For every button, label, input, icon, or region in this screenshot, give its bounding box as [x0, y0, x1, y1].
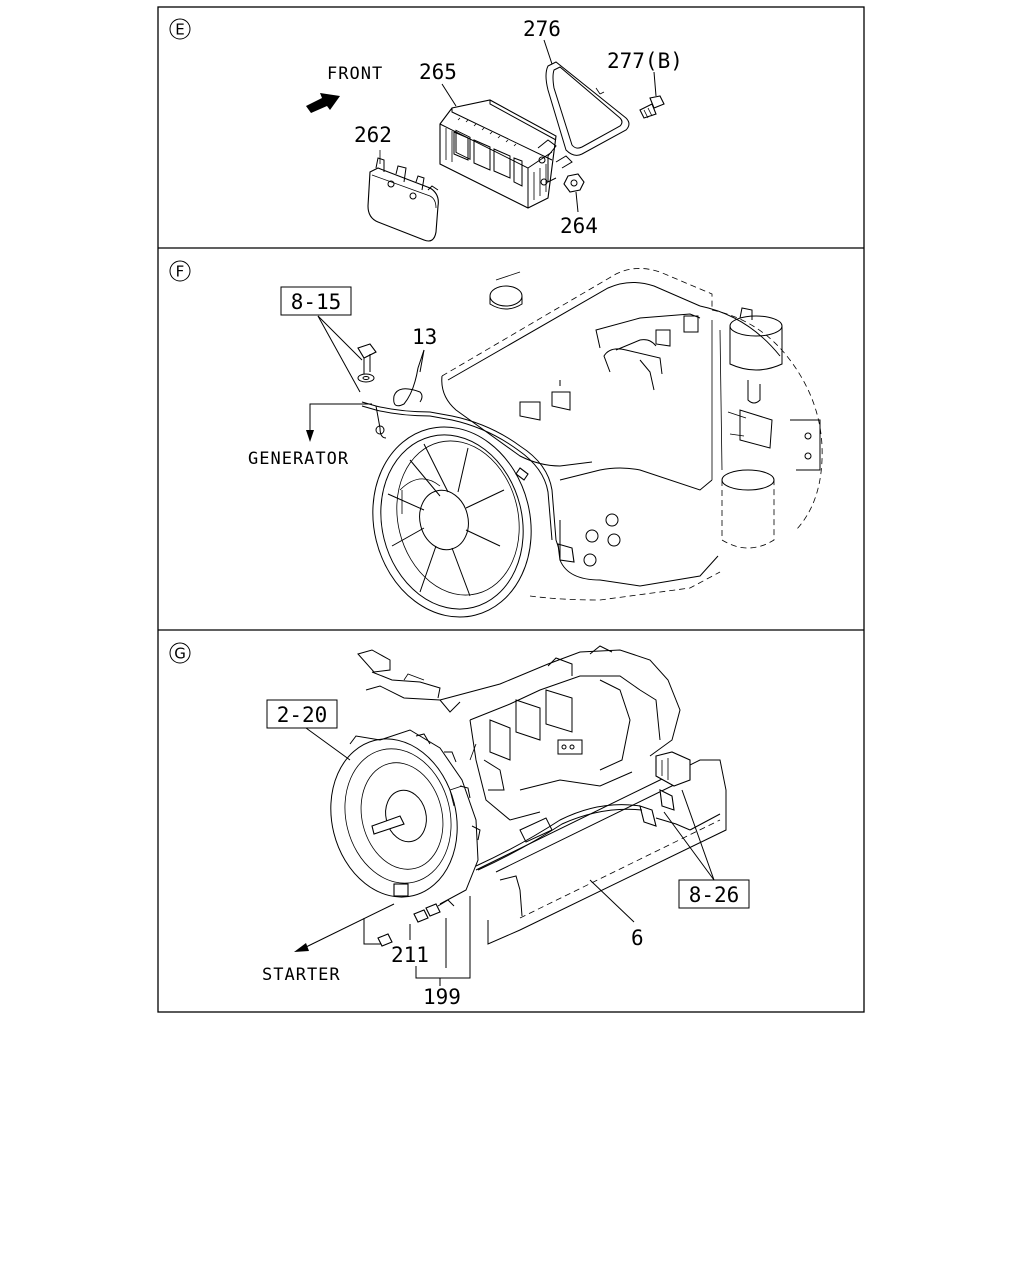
bell-housing-drawing	[330, 729, 481, 917]
svg-text:F: F	[176, 263, 185, 281]
svg-text:2-20: 2-20	[277, 703, 328, 727]
leader-8-26-b	[663, 811, 715, 881]
label-265: 265	[419, 60, 457, 84]
front-label: FRONT	[327, 64, 383, 84]
ref-box-8-26: 8-26	[678, 879, 750, 909]
front-arrow-icon	[306, 93, 340, 113]
bolt-8-15-drawing	[357, 343, 377, 383]
label-276: 276	[523, 17, 561, 41]
bolt-277-drawing	[639, 71, 665, 119]
label-264: 264	[560, 214, 598, 238]
leader-13	[419, 349, 425, 373]
engine-drawing	[441, 268, 823, 601]
ref-box-8-15: 8-15	[280, 286, 352, 316]
section-g: G 2-20	[169, 642, 750, 1009]
cover-262-drawing	[367, 150, 439, 242]
section-e: E FRONT	[169, 17, 683, 242]
section-f: F 8-15	[169, 260, 823, 618]
svg-text:8-15: 8-15	[291, 290, 342, 314]
controller-265-drawing	[439, 99, 557, 209]
label-211: 211	[391, 943, 429, 967]
label-199: 199	[423, 985, 461, 1009]
leader-8-15-a	[317, 315, 363, 361]
svg-text:E: E	[175, 21, 184, 39]
gasket-276-drawing	[545, 61, 630, 156]
section-g-marker: G	[169, 642, 191, 664]
ref-box-2-20: 2-20	[266, 699, 338, 729]
generator-label: GENERATOR	[248, 449, 349, 469]
leader-8-26-a	[681, 789, 715, 881]
bracket-199-lines	[415, 896, 471, 986]
bolt-211-drawing	[377, 909, 429, 947]
generator-arrow	[306, 403, 372, 442]
bracket-drawing	[537, 139, 573, 186]
leader-8-15-b	[317, 315, 361, 393]
label-6: 6	[631, 926, 644, 950]
section-f-marker: F	[169, 260, 191, 282]
leader-2-20	[305, 727, 351, 761]
starter-label: STARTER	[262, 965, 341, 985]
starter-arrow	[294, 903, 395, 952]
transmission-drawing	[357, 645, 681, 821]
label-277-b: 277(B)	[607, 49, 683, 73]
sensor-harness-drawing	[475, 751, 721, 871]
label-262: 262	[354, 123, 392, 147]
nut-264-drawing	[563, 173, 585, 213]
label-13: 13	[412, 325, 437, 349]
section-e-marker: E	[169, 18, 191, 40]
diagram-frame	[157, 6, 865, 1013]
fan-drawing	[372, 426, 532, 618]
section-e-leaders	[441, 39, 553, 107]
svg-text:8-26: 8-26	[689, 883, 740, 907]
svg-text:G: G	[174, 645, 186, 663]
leader-6	[589, 879, 635, 923]
